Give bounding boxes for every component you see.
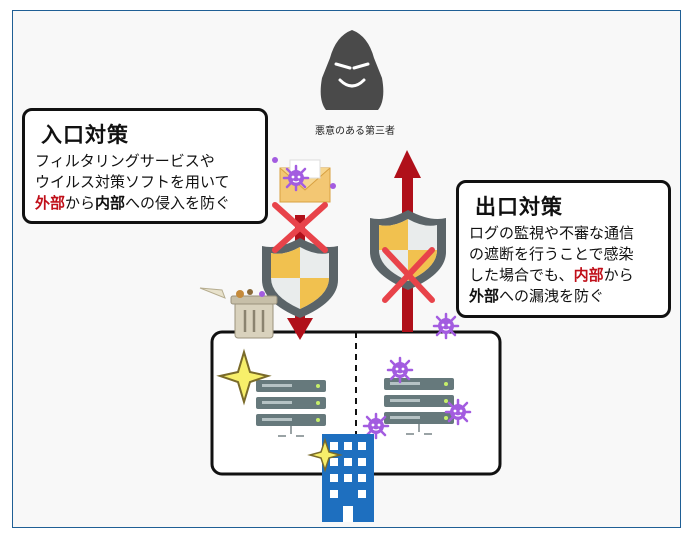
infected-mail-icon (272, 157, 336, 203)
inbound-line-2: ウイルス対策ソフトを用いて (35, 173, 230, 191)
outbound-line-2: の遮断を行うことで感染 (469, 245, 634, 263)
inbound-cross-icon (272, 202, 328, 253)
sparkle-icon (216, 348, 272, 406)
outbound-line-3-text: した場合でも、 (469, 266, 574, 284)
inbound-line-3: 外部から内部への侵入を防ぐ (35, 193, 255, 214)
attacker-label: 悪意のある第三者 (315, 126, 395, 137)
internal-term: 内部 (95, 194, 126, 212)
outbound-line-3-text-b: から (603, 266, 634, 284)
inbound-title: 入口対策 (41, 123, 129, 147)
outbound-cross-icon (382, 247, 435, 303)
inbound-line-3-text-b: への侵入を防ぐ (125, 194, 231, 212)
outbound-line-4: 外部への漏洩を防ぐ (469, 286, 658, 307)
outbound-measures-callout: 出口対策 ログの監視や不審な通信 の遮断を行うことで感染 した場合でも、内部から… (456, 180, 671, 318)
inbound-line-1: フィルタリングサービスや (35, 152, 215, 170)
trash-can-icon (199, 287, 278, 339)
outbound-title: 出口対策 (475, 195, 563, 219)
inbound-measures-callout: 入口対策 フィルタリングサービスや ウイルス対策ソフトを用いて 外部から内部への… (22, 108, 268, 224)
outbound-line-4-text: への漏洩を防ぐ (499, 287, 605, 305)
outbound-line-3: した場合でも、内部から (469, 265, 658, 286)
outbound-line-1: ログの監視や不審な通信 (469, 224, 635, 242)
external-term: 外部 (35, 194, 66, 212)
internal-term: 内部 (573, 266, 604, 284)
inbound-line-3-text-a: から (65, 194, 96, 212)
attacker-icon (320, 30, 384, 110)
external-term: 外部 (469, 287, 500, 305)
building-icon (307, 434, 374, 522)
